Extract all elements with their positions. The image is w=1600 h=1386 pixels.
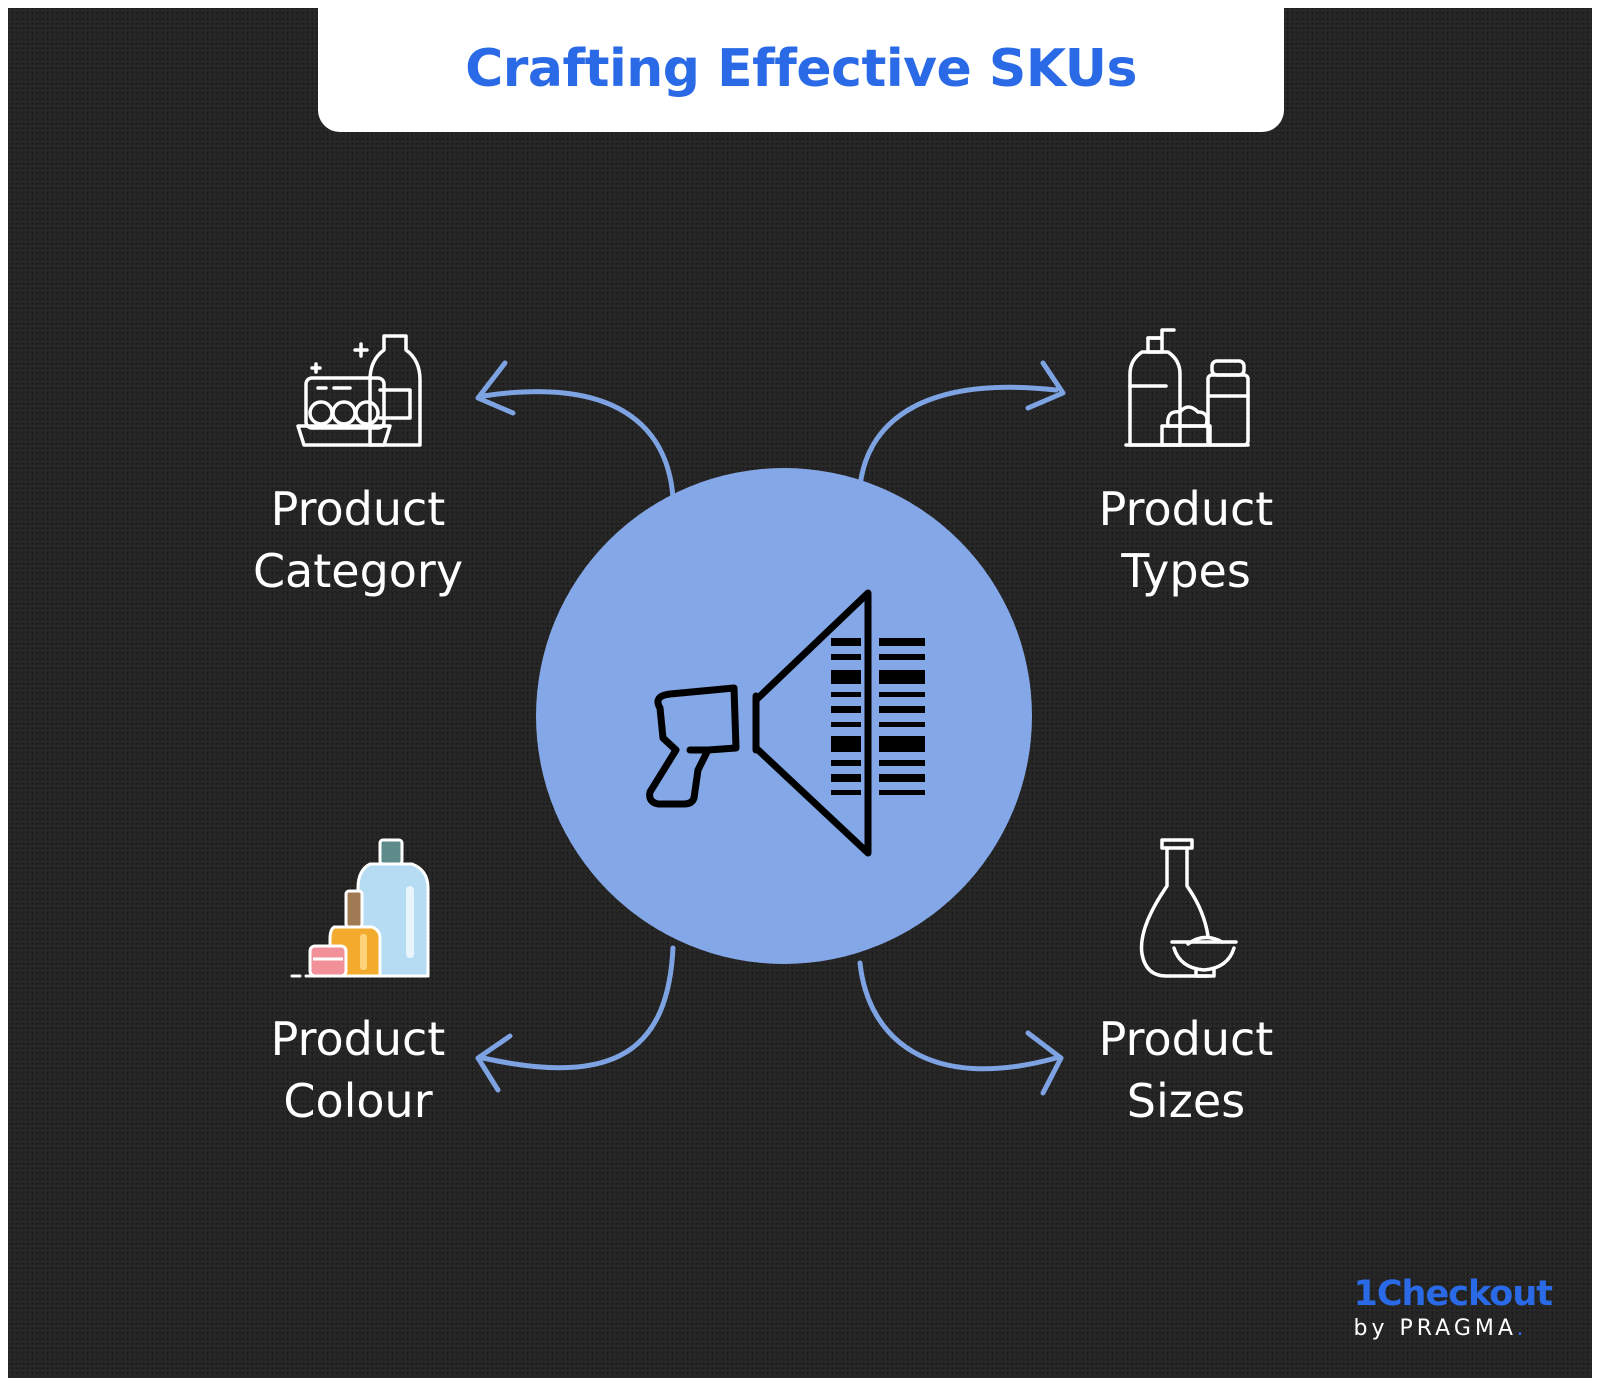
label-line: Colour: [283, 1074, 433, 1128]
brand-logo: 1Checkout by PRAGMA.: [1353, 1274, 1553, 1344]
label-product-types: Product Types: [1026, 478, 1346, 602]
brand-name: 1Checkout: [1353, 1274, 1553, 1314]
toiletries-icon: [1124, 328, 1250, 447]
arrow-head-types: [1025, 360, 1066, 411]
arrow-to-sizes: [857, 960, 1059, 1072]
infographic-canvas: Crafting Effective SKUs: [8, 8, 1592, 1378]
label-line: Product: [270, 482, 446, 536]
label-line: Sizes: [1126, 1074, 1246, 1128]
arrow-head-category: [475, 360, 516, 416]
label-product-sizes: Product Sizes: [1026, 1008, 1346, 1132]
bottle-and-bowl-icon: [1139, 838, 1238, 978]
arrow-to-category: [480, 389, 676, 501]
label-product-category: Product Category: [198, 478, 518, 602]
barcode-scanner-icon: [646, 589, 872, 857]
center-circle: [536, 468, 1032, 964]
diagram-graphics: [290, 328, 1250, 1096]
arrow-to-colour: [480, 945, 676, 1071]
label-line: Types: [1121, 544, 1251, 598]
arrow-head-colour: [475, 1033, 513, 1093]
brand-byline: by PRAGMA.: [1354, 1314, 1552, 1344]
label-line: Product: [1098, 482, 1274, 536]
label-line: Category: [252, 544, 464, 598]
barcode-bars: [831, 638, 925, 795]
title-banner: Crafting Effective SKUs: [318, 8, 1284, 132]
groceries-icon: [296, 334, 422, 447]
page-title: Crafting Effective SKUs: [465, 39, 1137, 99]
cosmetics-bottles-icon: [290, 838, 430, 978]
arrow-head-sizes: [1025, 1030, 1064, 1096]
label-product-colour: Product Colour: [198, 1008, 518, 1132]
label-line: Product: [1098, 1012, 1274, 1066]
label-line: Product: [270, 1012, 446, 1066]
arrow-to-types: [857, 384, 1059, 489]
brand-by-text: by PRAGMA: [1353, 1316, 1517, 1341]
brand-dot: .: [1516, 1316, 1528, 1341]
